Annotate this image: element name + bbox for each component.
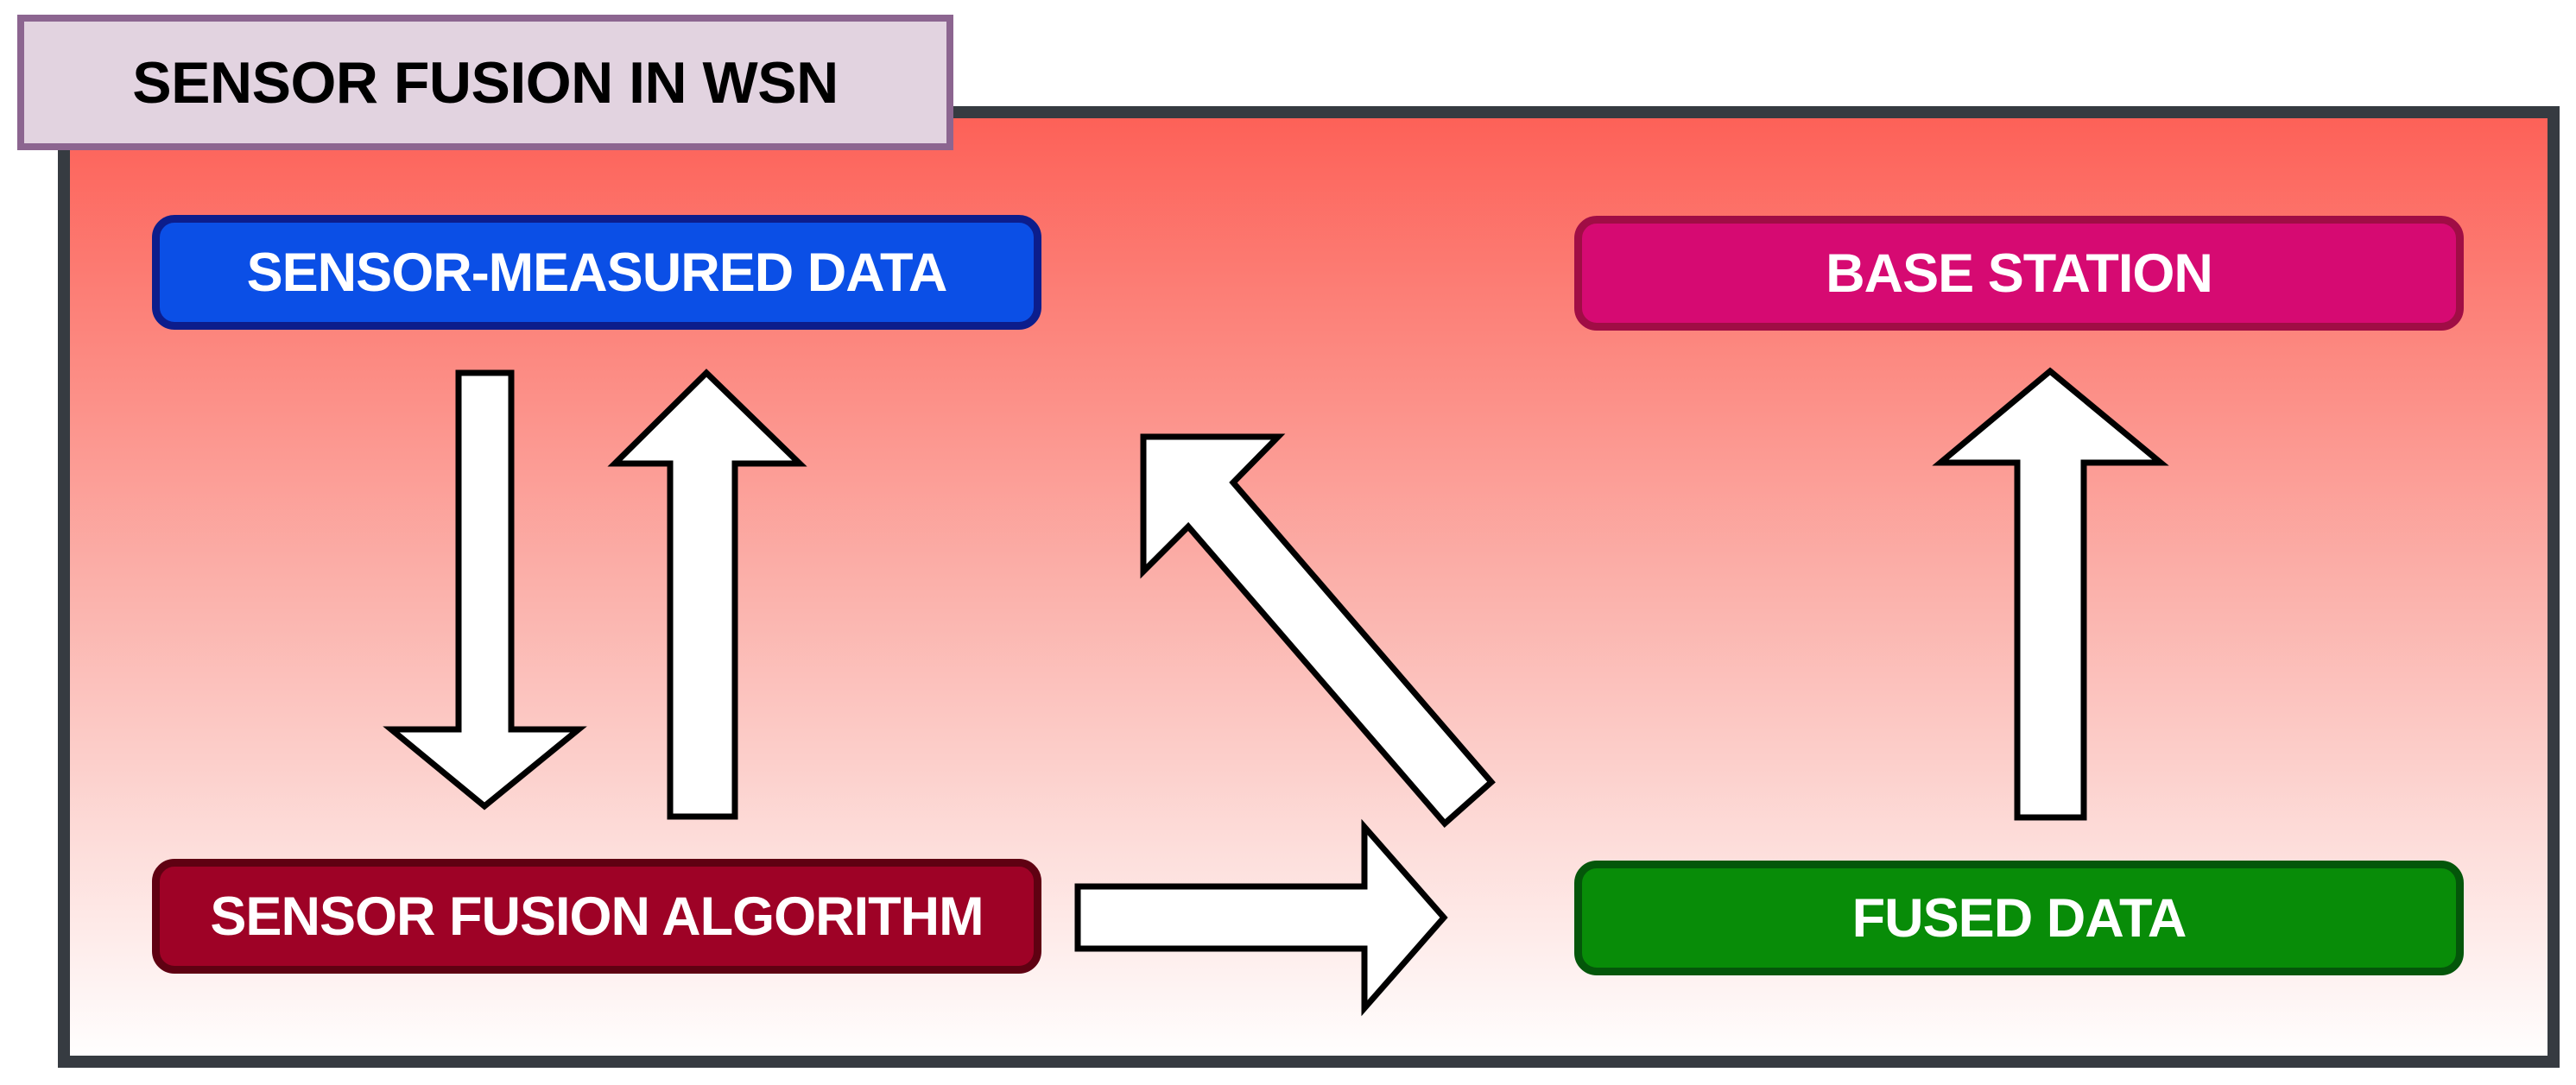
node-sensor-measured-data: SENSOR-MEASURED DATA (152, 215, 1041, 330)
node-sensor-measured-data-label: SENSOR-MEASURED DATA (246, 242, 948, 303)
node-sensor-fusion-algorithm-label: SENSOR FUSION ALGORITHM (210, 886, 984, 947)
arrow-right-algorithm-to-fused-data (1074, 818, 1448, 1017)
diagram-title: SENSOR FUSION IN WSN (132, 49, 839, 116)
arrow-diagonal-up-left-feedback (1140, 433, 1496, 828)
node-fused-data-label: FUSED DATA (1851, 887, 2187, 949)
arrow-down-sensor-data-to-algorithm (383, 369, 587, 811)
node-fused-data: FUSED DATA (1574, 861, 2464, 975)
node-base-station: BASE STATION (1574, 216, 2464, 331)
node-sensor-fusion-algorithm: SENSOR FUSION ALGORITHM (152, 859, 1041, 974)
title-banner: SENSOR FUSION IN WSN (17, 15, 953, 150)
arrow-up-fused-data-to-base-station (1932, 367, 2169, 821)
arrow-up-algorithm-to-sensor-data (607, 369, 807, 820)
node-base-station-label: BASE STATION (1826, 243, 2213, 304)
